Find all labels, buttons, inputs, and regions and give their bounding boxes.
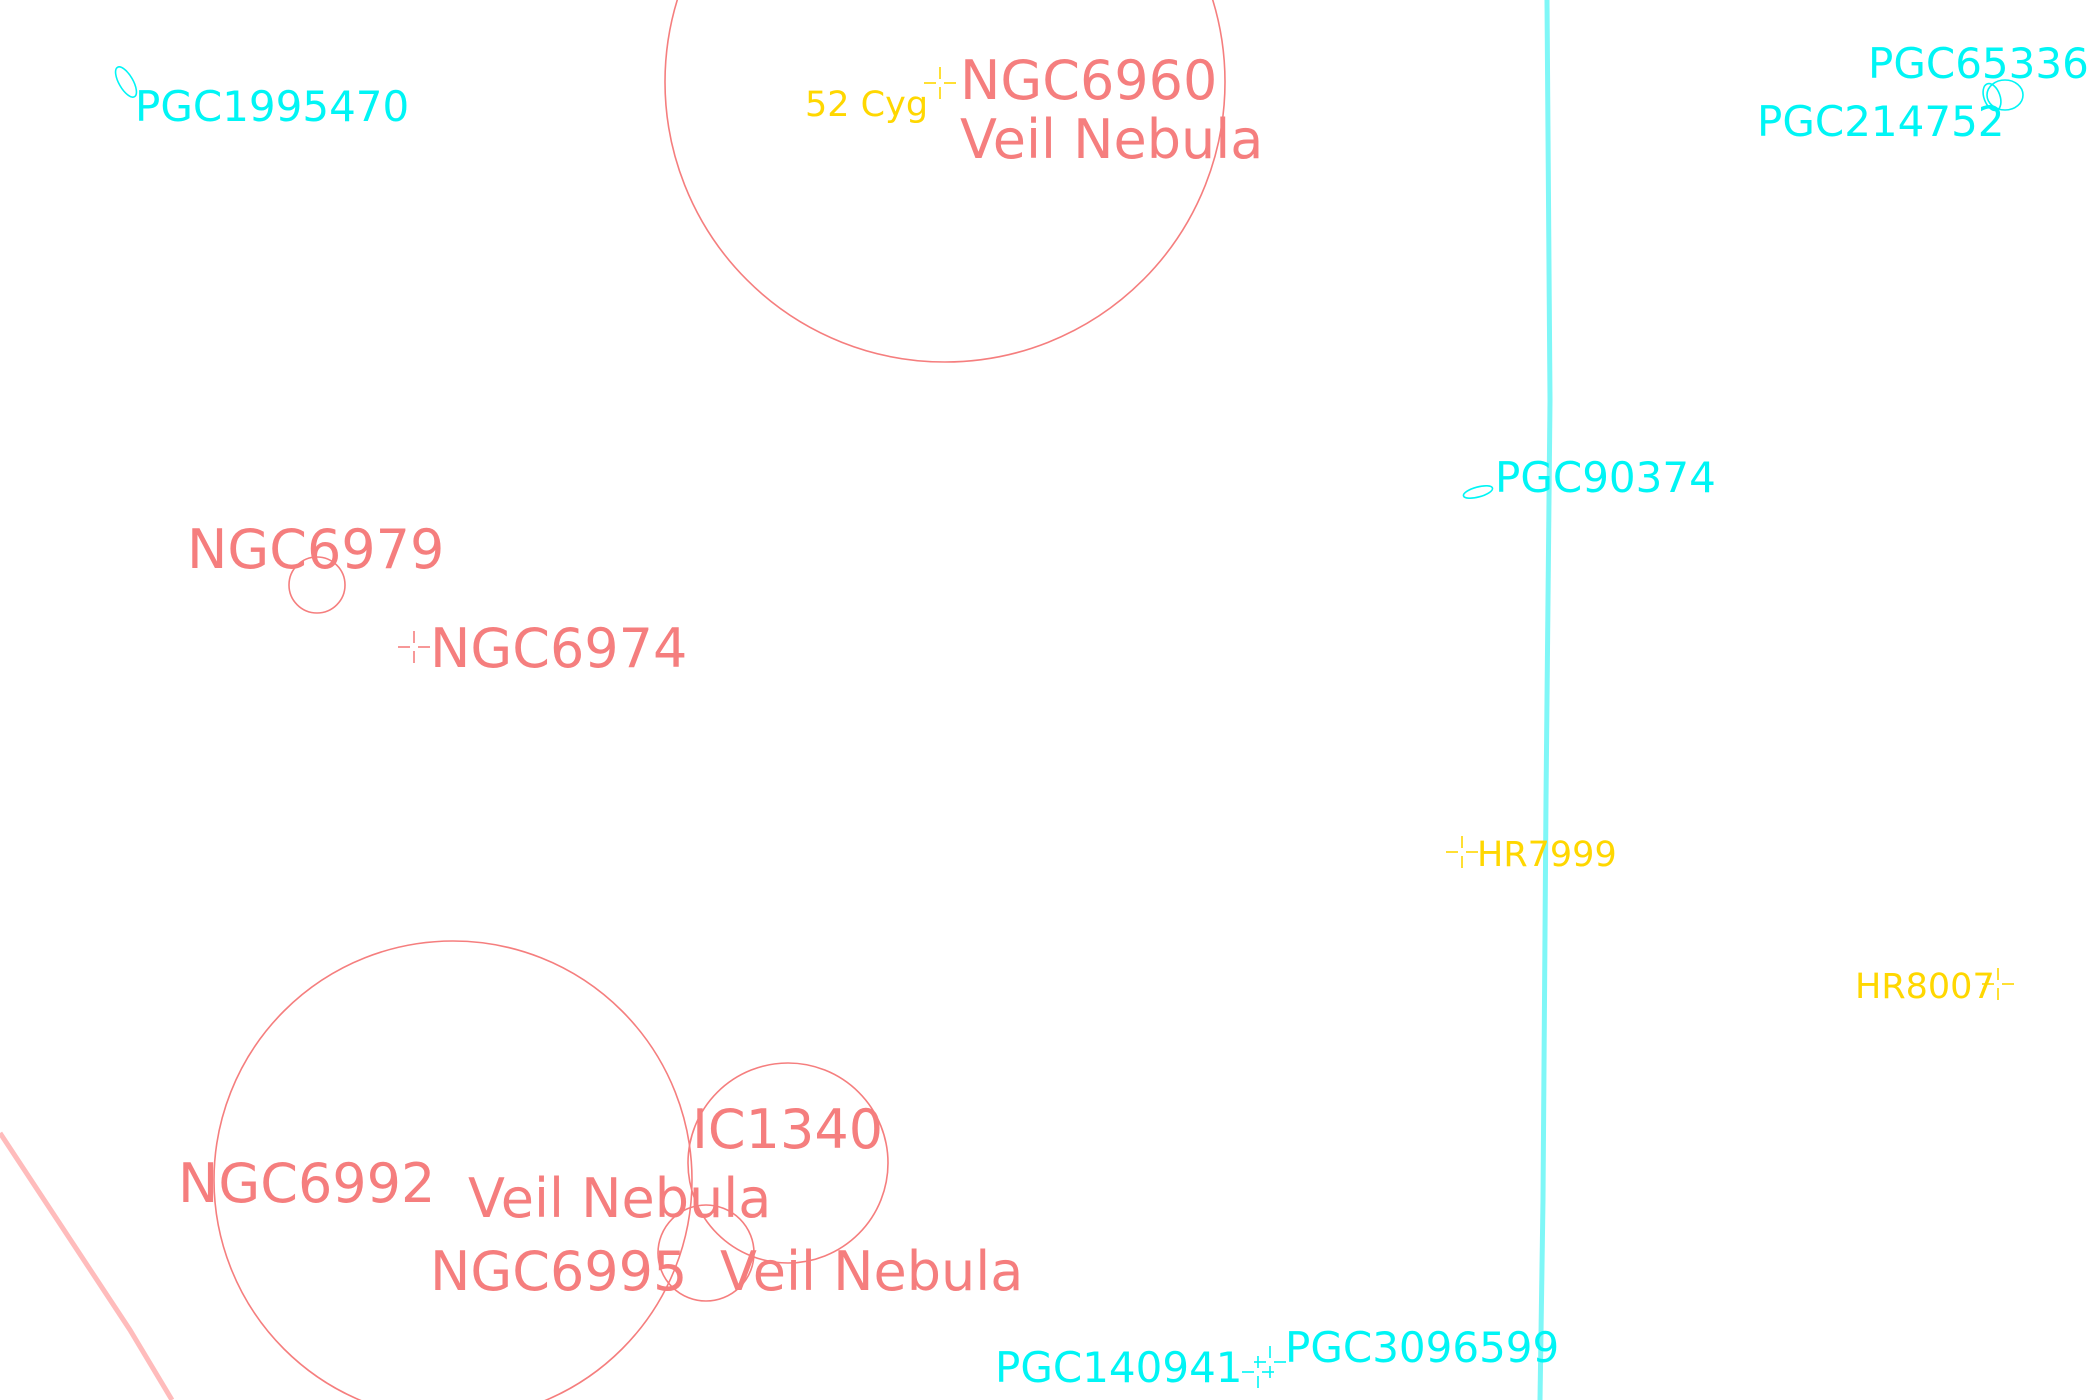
pgc65336-ellipse[interactable] — [1986, 79, 2024, 111]
ic1340-outline[interactable] — [687, 1062, 889, 1264]
pgc65336-label[interactable]: PGC65336 — [1868, 39, 2089, 88]
ngc6992-label[interactable]: NGC6992 — [178, 1152, 435, 1215]
ngc6995-alt-label: Veil Nebula — [720, 1240, 1023, 1303]
pgc214752-ellipse[interactable] — [1980, 81, 2005, 113]
ecliptic-line — [0, 1131, 175, 1400]
hr8007-marker[interactable] — [1982, 968, 2014, 1000]
ic1340-label[interactable]: IC1340 — [692, 1098, 883, 1161]
pgc140941-label[interactable]: PGC140941 — [995, 1343, 1243, 1392]
pgc3096599-label[interactable]: PGC3096599 — [1285, 1323, 1559, 1372]
pgc90374-ellipse[interactable] — [1462, 483, 1494, 500]
ngc6979-outline[interactable] — [288, 556, 346, 614]
ngc6960-alt-label: Veil Nebula — [960, 108, 1263, 171]
ngc6995-label[interactable]: NGC6995 — [430, 1240, 687, 1303]
pgc214752-label[interactable]: PGC214752 — [1757, 97, 2005, 146]
pgc1995470-label[interactable]: PGC1995470 — [135, 82, 409, 131]
cyg52-label[interactable]: 52 Cyg — [805, 85, 928, 125]
pgc90374-label[interactable]: PGC90374 — [1495, 453, 1716, 502]
pgc140941-marker[interactable] — [1242, 1356, 1274, 1388]
ngc6995-outline[interactable] — [657, 1204, 755, 1302]
pgc1995470-ellipse[interactable] — [111, 64, 140, 100]
cyg52-marker[interactable] — [924, 67, 956, 99]
ngc6974-marker[interactable] — [398, 631, 430, 663]
pgc3096599-marker[interactable] — [1254, 1346, 1286, 1378]
hr8007-label[interactable]: HR8007 — [1855, 967, 1995, 1007]
hr7999-label[interactable]: HR7999 — [1477, 835, 1617, 875]
ngc6960-outline[interactable] — [664, 0, 1226, 363]
ngc6992-alt-label: Veil Nebula — [468, 1167, 771, 1230]
ngc6992-outline[interactable] — [213, 940, 693, 1400]
milky-way-boundary-line — [1537, 0, 1553, 1400]
ngc6974-label[interactable]: NGC6974 — [430, 617, 687, 680]
hr7999-marker[interactable] — [1446, 836, 1478, 868]
ngc6979-label[interactable]: NGC6979 — [187, 518, 444, 581]
ngc6960-label[interactable]: NGC6960 — [960, 49, 1217, 112]
